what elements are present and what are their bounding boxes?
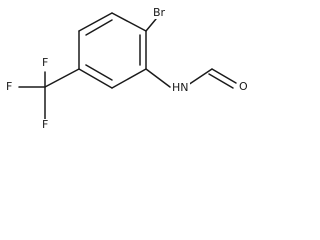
ring-double-bond-top-left: [85, 19, 113, 36]
atom-fluorine-top: F: [41, 56, 50, 69]
ring-bond-c6-c1: [78, 12, 113, 32]
atom-fluorine-left: F: [5, 80, 14, 93]
molecule-bonds: [18, 12, 237, 121]
ring-bond-c4-c5: [78, 68, 113, 89]
ring-double-bond-bottom-left: [85, 64, 113, 81]
structure-canvas: Br F F F HN O: [0, 0, 256, 138]
atom-fluorine-bottom: F: [41, 118, 50, 131]
atom-nitrogen: N: [180, 81, 189, 94]
ring-bond-c1-c2: [111, 12, 147, 32]
bond-ring-cf3: [44, 68, 80, 88]
bond-c-br: [145, 18, 157, 32]
atom-bromine: Br: [152, 6, 167, 19]
ring-bond-c3-c4: [111, 68, 147, 89]
atom-hydrogen: H: [172, 81, 181, 94]
bond-c-o-1: [211, 68, 237, 84]
atom-oxygen: O: [238, 80, 249, 93]
bond-c-o-2: [208, 73, 234, 89]
atom-nitrogen-hydrogen: HN: [171, 82, 190, 94]
bond-c-n: [145, 68, 171, 88]
